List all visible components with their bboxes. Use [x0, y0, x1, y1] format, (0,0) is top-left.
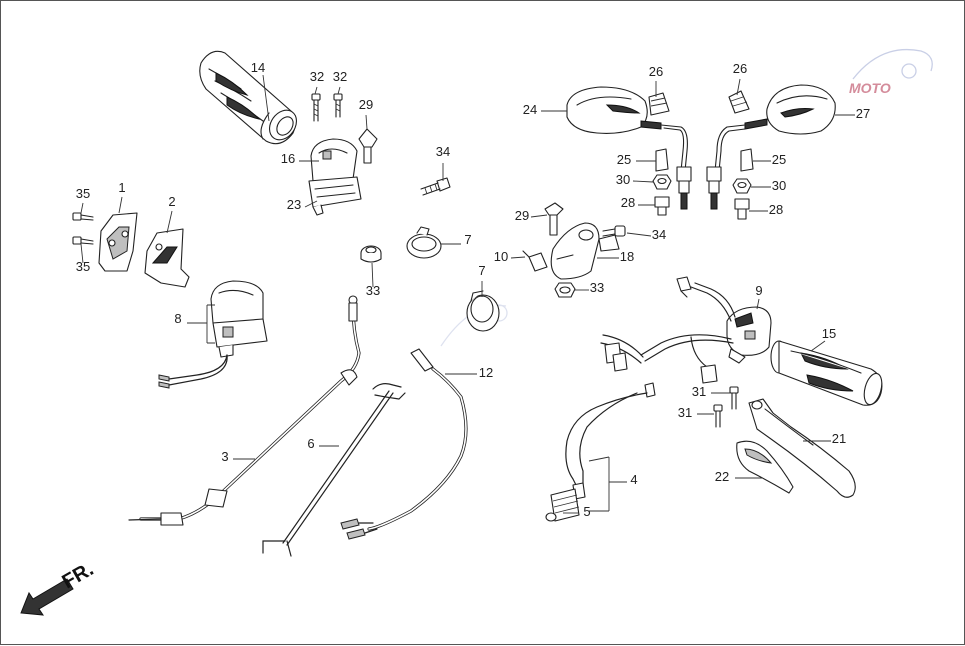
bolt-35-lower — [72, 236, 94, 245]
callout-p29b: 29 — [515, 208, 529, 223]
switch-housing-16-23 — [308, 138, 362, 216]
callout-p24: 24 — [523, 102, 537, 117]
callout-p34b: 34 — [652, 227, 666, 242]
callout-p5: 5 — [583, 504, 590, 519]
callout-p30b: 30 — [772, 178, 786, 193]
nut-33-bracket — [554, 282, 576, 298]
lever-guard-22 — [736, 440, 794, 494]
left-grip-14 — [199, 50, 297, 145]
callout-p15: 15 — [822, 326, 836, 341]
brake-cable-4-5 — [545, 382, 656, 522]
callout-p12: 12 — [479, 365, 493, 380]
screw-32-left — [311, 93, 321, 122]
callout-p26a: 26 — [649, 64, 663, 79]
callout-p33a: 33 — [366, 283, 380, 298]
callout-p23: 23 — [287, 197, 301, 212]
bolt-35-upper — [72, 212, 94, 221]
left-switch-8 — [158, 280, 268, 389]
nut-33-left — [360, 245, 382, 263]
switch-cover-1 — [98, 212, 138, 272]
callout-p3: 3 — [221, 449, 228, 464]
callout-p2: 2 — [168, 194, 175, 209]
lever-bracket-18 — [550, 222, 620, 280]
adapter-28-right — [734, 198, 750, 220]
mirror-stem-left — [676, 166, 692, 210]
nut-30-right — [732, 178, 752, 194]
right-switch-9 — [600, 276, 772, 384]
callout-p30a: 30 — [616, 172, 630, 187]
callout-p35a: 35 — [76, 186, 90, 201]
callout-p31a: 31 — [692, 384, 706, 399]
callout-p26b: 26 — [733, 61, 747, 76]
callout-p14: 14 — [251, 60, 265, 75]
nut-30-left — [652, 174, 672, 190]
front-direction-arrow — [20, 578, 74, 616]
callout-p9: 9 — [755, 283, 762, 298]
cap-25-left — [655, 148, 669, 172]
callout-p8: 8 — [174, 311, 181, 326]
callout-p7b: 7 — [478, 263, 485, 278]
switch-cover-2 — [144, 228, 190, 288]
bolt-34-center — [420, 177, 451, 196]
cap-25-right — [740, 148, 754, 172]
watermark-logo: MOTO — [849, 48, 933, 96]
callout-p4: 4 — [630, 472, 637, 487]
bolt-34-bracket — [602, 225, 626, 237]
callout-p10: 10 — [494, 249, 508, 264]
callout-p32a: 32 — [310, 69, 324, 84]
boot-26-left — [648, 92, 670, 116]
callout-p27: 27 — [856, 106, 870, 121]
mirror-stem-right — [706, 166, 722, 210]
callout-p34a: 34 — [436, 144, 450, 159]
wire-harness-6 — [262, 383, 406, 557]
callout-p18: 18 — [620, 249, 634, 264]
clamp-7-lower — [466, 290, 500, 332]
screw-31-upper — [729, 386, 739, 410]
mirror-27-right — [714, 84, 836, 172]
callout-p28a: 28 — [621, 195, 635, 210]
callout-p21: 21 — [832, 431, 846, 446]
brake-switch-10 — [522, 250, 548, 272]
callout-p28b: 28 — [769, 202, 783, 217]
callout-p31b: 31 — [678, 405, 692, 420]
bolt-29-top — [358, 128, 378, 164]
callout-p16: 16 — [281, 151, 295, 166]
callout-p32b: 32 — [333, 69, 347, 84]
callout-p25b: 25 — [772, 152, 786, 167]
screw-32-right — [333, 93, 343, 118]
callout-p7a: 7 — [464, 232, 471, 247]
callout-p22: 22 — [715, 469, 729, 484]
adapter-28-left — [654, 196, 670, 216]
watermark-text: MOTO — [849, 80, 891, 96]
callout-p33b: 33 — [590, 280, 604, 295]
bolt-29-bracket — [544, 202, 564, 236]
callout-p6: 6 — [307, 436, 314, 451]
leader-lines — [80, 74, 855, 514]
callout-p35b: 35 — [76, 259, 90, 274]
clutch-cable-12 — [340, 348, 468, 540]
brake-lever-21 — [748, 398, 856, 498]
mirror-24-left — [566, 86, 688, 172]
screw-31-lower — [713, 404, 723, 428]
throttle-cable-3 — [128, 295, 361, 526]
callout-p25a: 25 — [617, 152, 631, 167]
right-grip-15 — [770, 340, 883, 406]
clamp-7-upper — [406, 226, 442, 259]
callout-p1: 1 — [118, 180, 125, 195]
callout-p29a: 29 — [359, 97, 373, 112]
boot-26-right — [728, 90, 750, 114]
